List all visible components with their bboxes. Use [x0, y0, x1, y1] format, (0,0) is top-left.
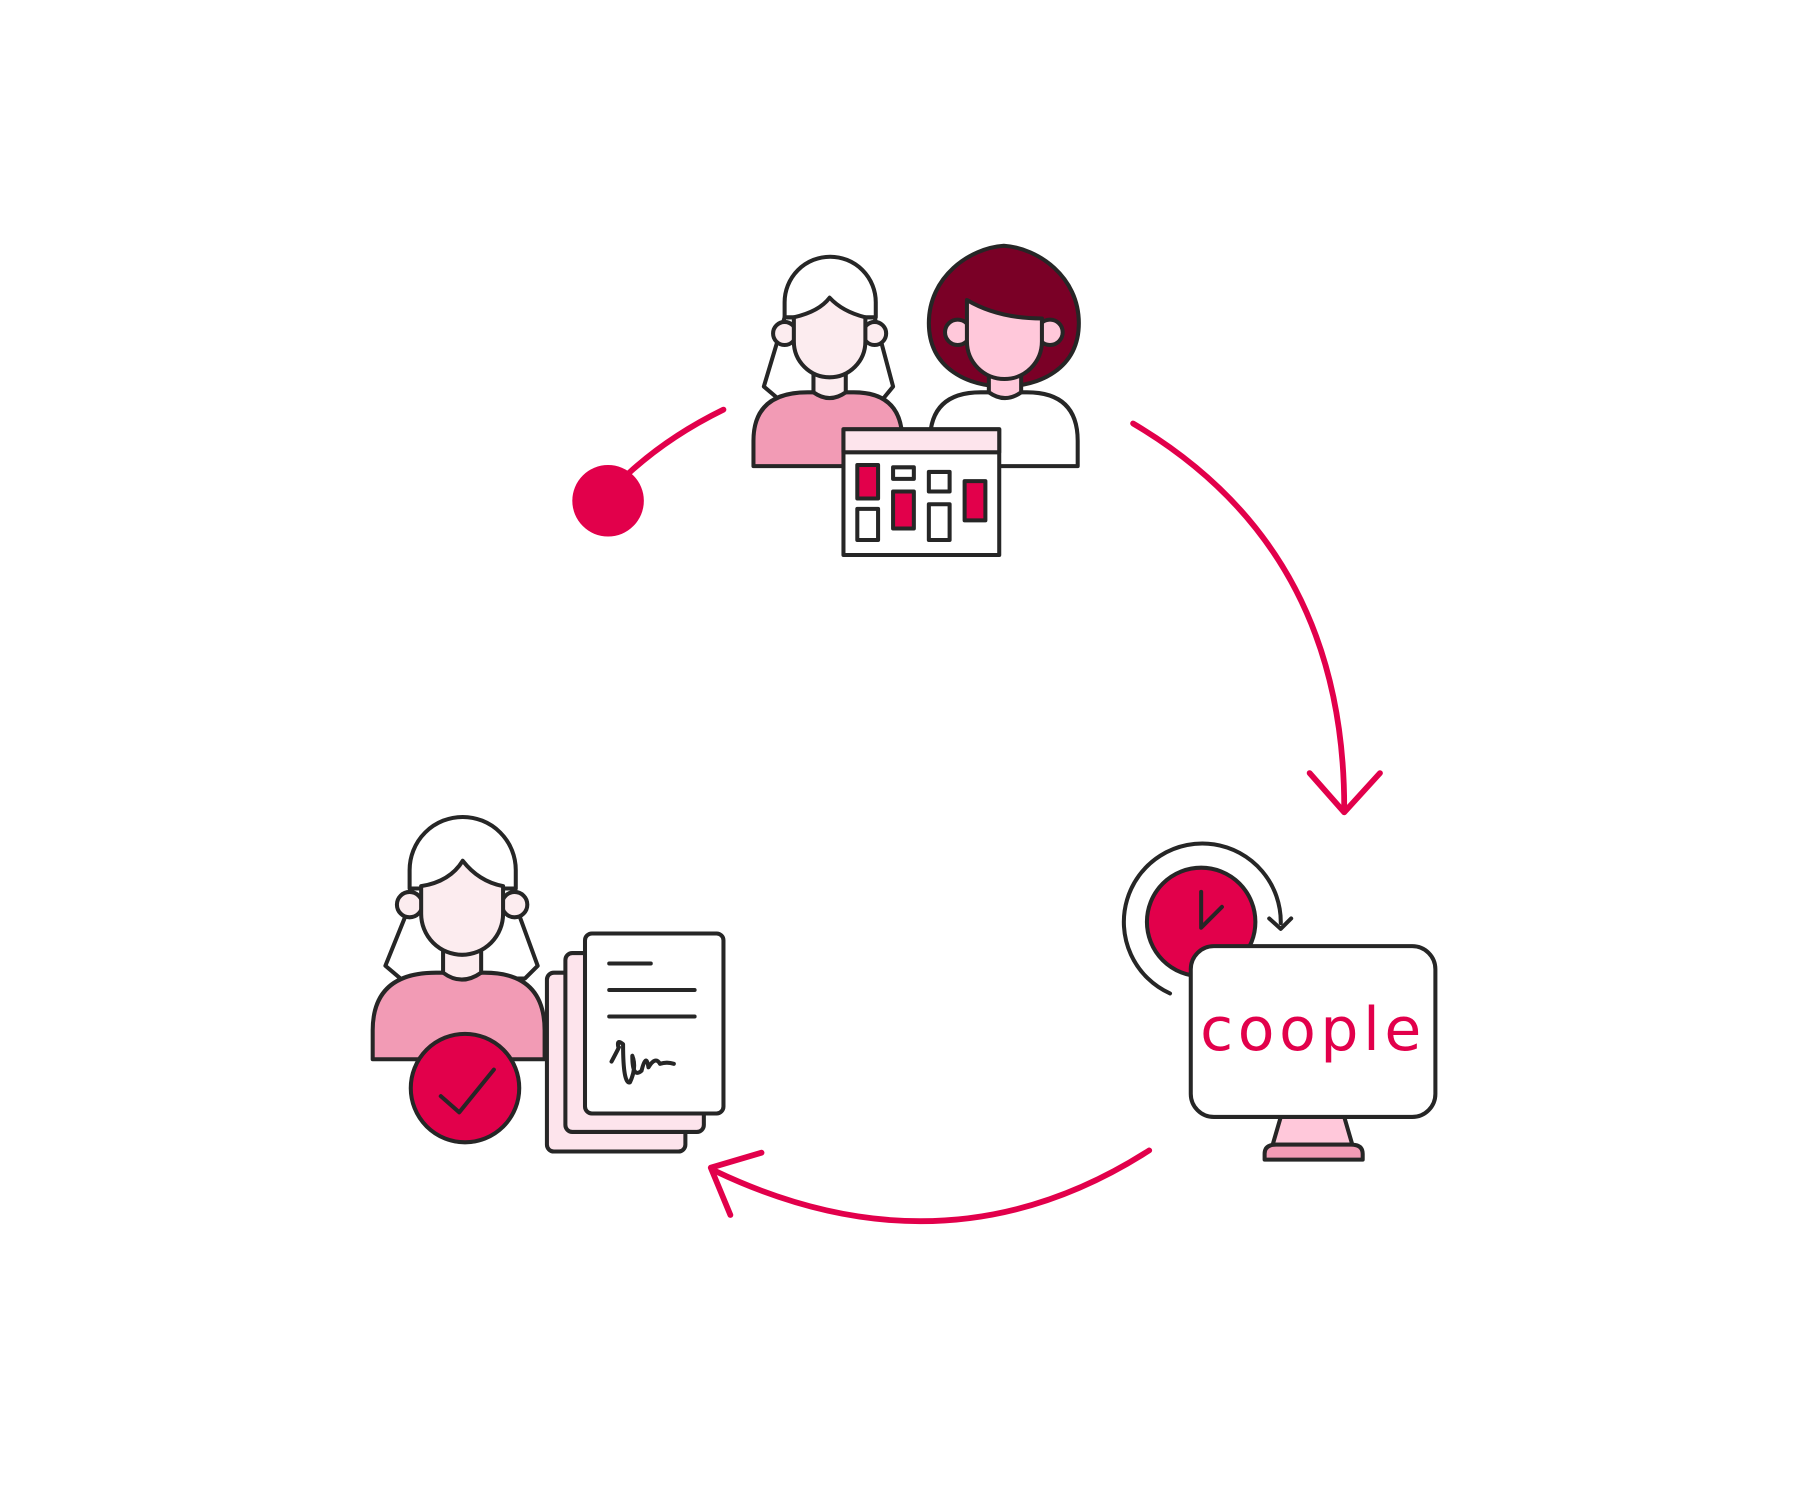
start-dot	[572, 465, 644, 537]
bottom-arc-arrow	[712, 1147, 1153, 1225]
bottom-arrowhead-icon	[707, 1149, 765, 1218]
refresh-arc-icon	[1121, 841, 1283, 996]
start-arc	[625, 406, 727, 476]
check-circle-icon	[408, 1031, 522, 1145]
monitor	[1188, 944, 1438, 1119]
signed-contract-icon	[370, 814, 726, 1154]
right-arc-arrow	[1130, 420, 1348, 811]
checkmark-icon	[438, 1067, 496, 1115]
right-arrowhead-icon	[1306, 770, 1383, 816]
cycle-arrows	[625, 406, 1383, 1225]
coople-platform-icon	[1121, 841, 1438, 1162]
coople-logo: coople	[1200, 995, 1426, 1065]
team-calendar-icon	[751, 243, 1081, 558]
signature-icon	[609, 1040, 676, 1085]
